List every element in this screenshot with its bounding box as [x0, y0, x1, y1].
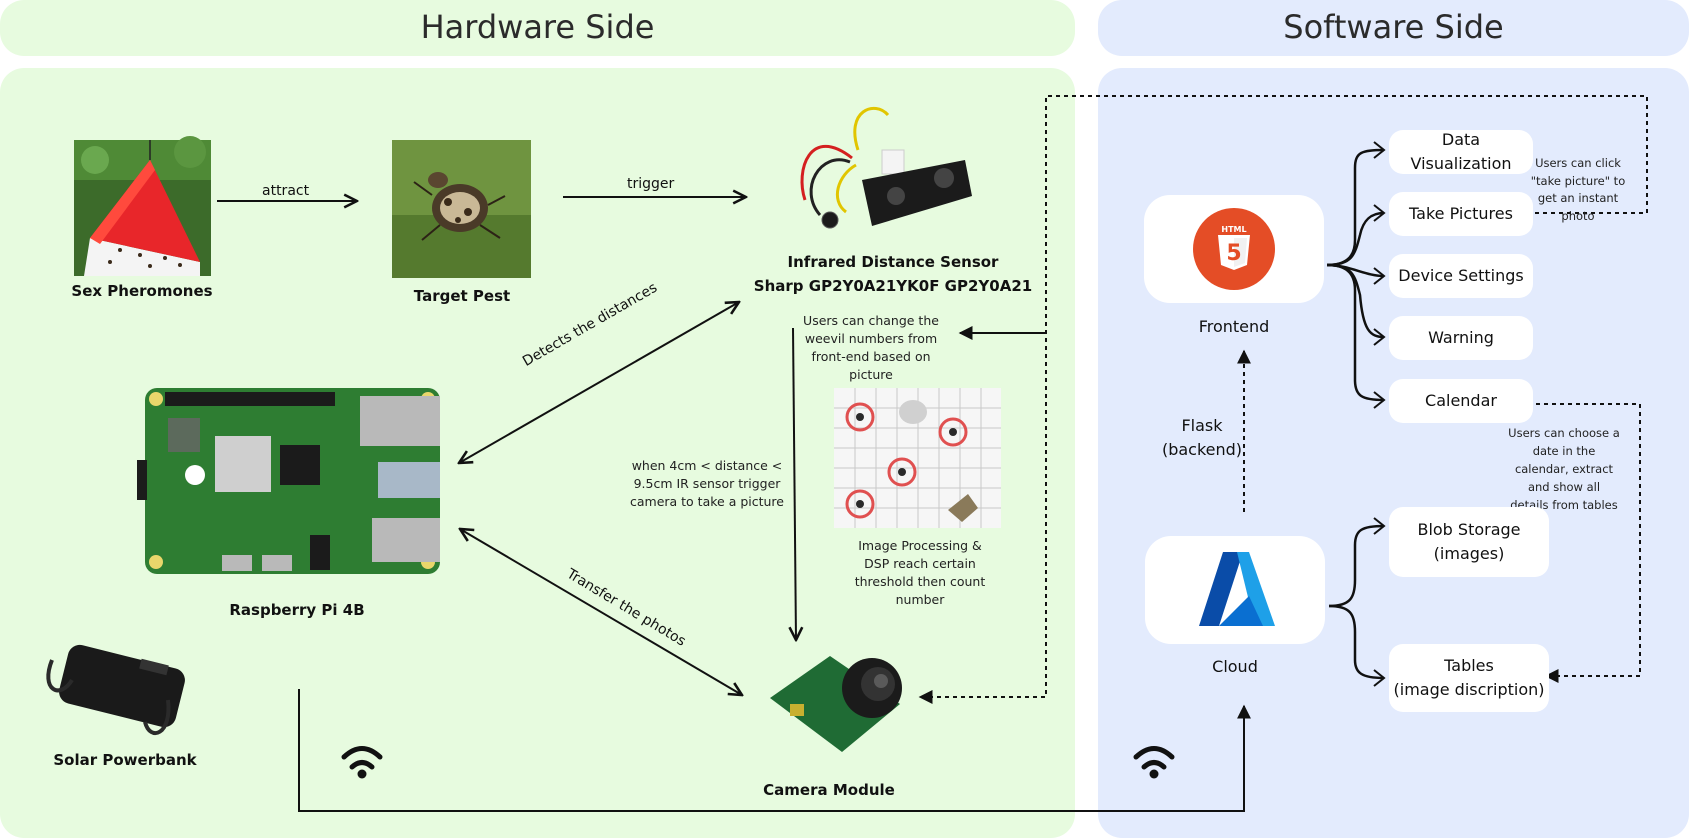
sensor-label-line1: Infrared Distance Sensor: [787, 253, 999, 271]
blob-storage-item: Blob Storage (images): [1389, 507, 1549, 577]
attract-edge-label: attract: [262, 183, 310, 199]
raspberry-pi-image: [137, 388, 440, 574]
calendar-note: Users can choose a date in the calendar,…: [1508, 426, 1620, 512]
detects-arrow: [459, 302, 739, 463]
target-pest-label: Target Pest: [413, 287, 511, 305]
camera-module-image: [770, 656, 902, 752]
data-visualization-item: Data Visualization: [1389, 130, 1533, 174]
transfer-arrow: [460, 529, 742, 695]
frontend-label: Frontend: [1198, 317, 1270, 336]
wifi-icon-hardware: [341, 746, 383, 770]
software-side-title: Software Side: [1283, 8, 1504, 46]
sensor-to-camera-arrow: [793, 327, 796, 640]
trigger-condition-note: when 4cm < distance < 9.5cm IR sensor tr…: [629, 458, 784, 509]
take-picture-note: Users can click "take picture" to get an…: [1530, 156, 1626, 223]
raspberry-pi-label: Raspberry Pi 4B: [229, 601, 365, 619]
take-pictures-item: Take Pictures: [1389, 192, 1533, 236]
trigger-edge-label: trigger: [627, 176, 675, 192]
camera-module-label: Camera Module: [763, 781, 895, 799]
powerbank-label: Solar Powerbank: [53, 751, 197, 769]
svg-text:5: 5: [1226, 241, 1241, 266]
azure-logo-icon: [1199, 552, 1275, 626]
target-pest-image: [392, 140, 531, 278]
cloud-label: Cloud: [1212, 657, 1258, 676]
hardware-side-title: Hardware Side: [420, 8, 655, 46]
powerbank-to-cloud-arrow: [298, 689, 1251, 812]
frontend-card: 5 HTML: [1144, 195, 1324, 303]
powerbank-image: [46, 644, 185, 735]
sensor-label-line2: Sharp GP2Y0A21YK0F GP2Y0A21: [753, 277, 1033, 295]
sex-pheromones-label: Sex Pheromones: [71, 282, 213, 300]
wifi-icon-software: [1133, 746, 1175, 770]
image-processing-note: Image Processing & DSP reach certain thr…: [854, 538, 986, 607]
flask-backend-label: Flask (backend): [1161, 416, 1243, 459]
frontend-branches: [1326, 148, 1385, 402]
ir-sensor-image: [800, 106, 972, 229]
cloud-card: [1145, 536, 1325, 644]
calendar-item: Calendar: [1389, 379, 1533, 423]
detection-grid-image: [834, 388, 1001, 528]
change-numbers-note: Users can change the weevil numbers from…: [803, 313, 939, 382]
html5-logo-icon: 5 HTML: [1193, 208, 1275, 290]
hardware-header-panel: [0, 0, 1075, 56]
take-picture-dotted-line: [918, 95, 1648, 704]
calendar-to-tables-dotted: [1536, 403, 1641, 683]
pheromone-trap-image: [74, 136, 211, 276]
software-header-panel: [1098, 0, 1689, 56]
warning-item: Warning: [1389, 316, 1533, 360]
html-badge-text: HTML: [1221, 225, 1246, 234]
device-settings-item: Device Settings: [1389, 254, 1533, 298]
tables-item: Tables (image discription): [1389, 644, 1549, 712]
cloud-branches: [1328, 524, 1385, 680]
